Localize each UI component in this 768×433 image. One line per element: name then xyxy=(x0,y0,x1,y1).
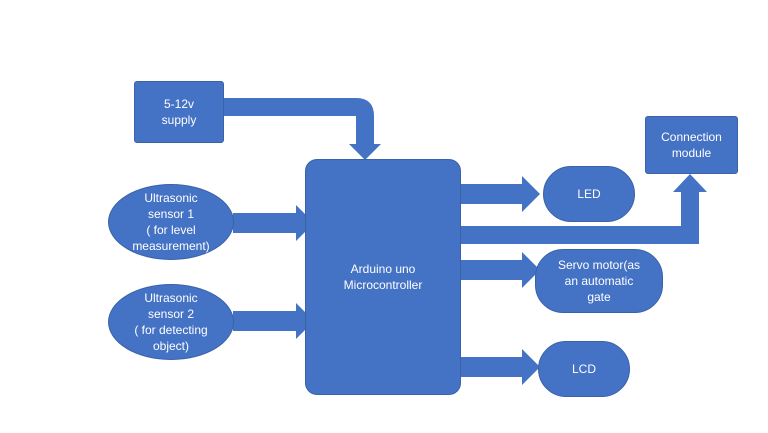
ultrasonic-sensor-2-label: Ultrasonic sensor 2 ( for detecting obje… xyxy=(134,291,208,353)
arrow-arduino-to-led xyxy=(460,176,540,212)
connection-module-block: Connection module xyxy=(645,116,738,174)
arrow-sensor2-to-arduino xyxy=(233,303,314,339)
lcd-block: LCD xyxy=(538,341,630,397)
ultrasonic-sensor-1: Ultrasonic sensor 1 ( for level measurem… xyxy=(108,184,234,260)
arrow-arduino-to-servo xyxy=(460,252,540,288)
arduino-microcontroller: Arduino uno Microcontroller xyxy=(305,159,461,395)
arrow-arduino-to-lcd xyxy=(460,349,540,385)
connection-module-label: Connection module xyxy=(661,130,722,160)
led-block: LED xyxy=(543,166,635,222)
arrow-sensor1-to-arduino xyxy=(233,205,314,241)
arrow-arduino-to-connection xyxy=(460,174,707,244)
lcd-label: LCD xyxy=(571,362,596,376)
arduino-label: Arduino uno Microcontroller xyxy=(343,262,423,292)
led-label: LED xyxy=(577,187,601,201)
arrow-supply-to-arduino xyxy=(224,98,381,160)
ultrasonic-sensor-1-label: Ultrasonic sensor 1 ( for level measurem… xyxy=(132,191,210,253)
supply-label: 5-12v supply xyxy=(161,97,197,127)
servo-motor-label: Servo motor(as an automatic gate xyxy=(557,258,641,304)
supply-block: 5-12v supply xyxy=(134,81,224,143)
servo-motor-block: Servo motor(as an automatic gate xyxy=(535,249,663,313)
ultrasonic-sensor-2: Ultrasonic sensor 2 ( for detecting obje… xyxy=(108,284,234,360)
